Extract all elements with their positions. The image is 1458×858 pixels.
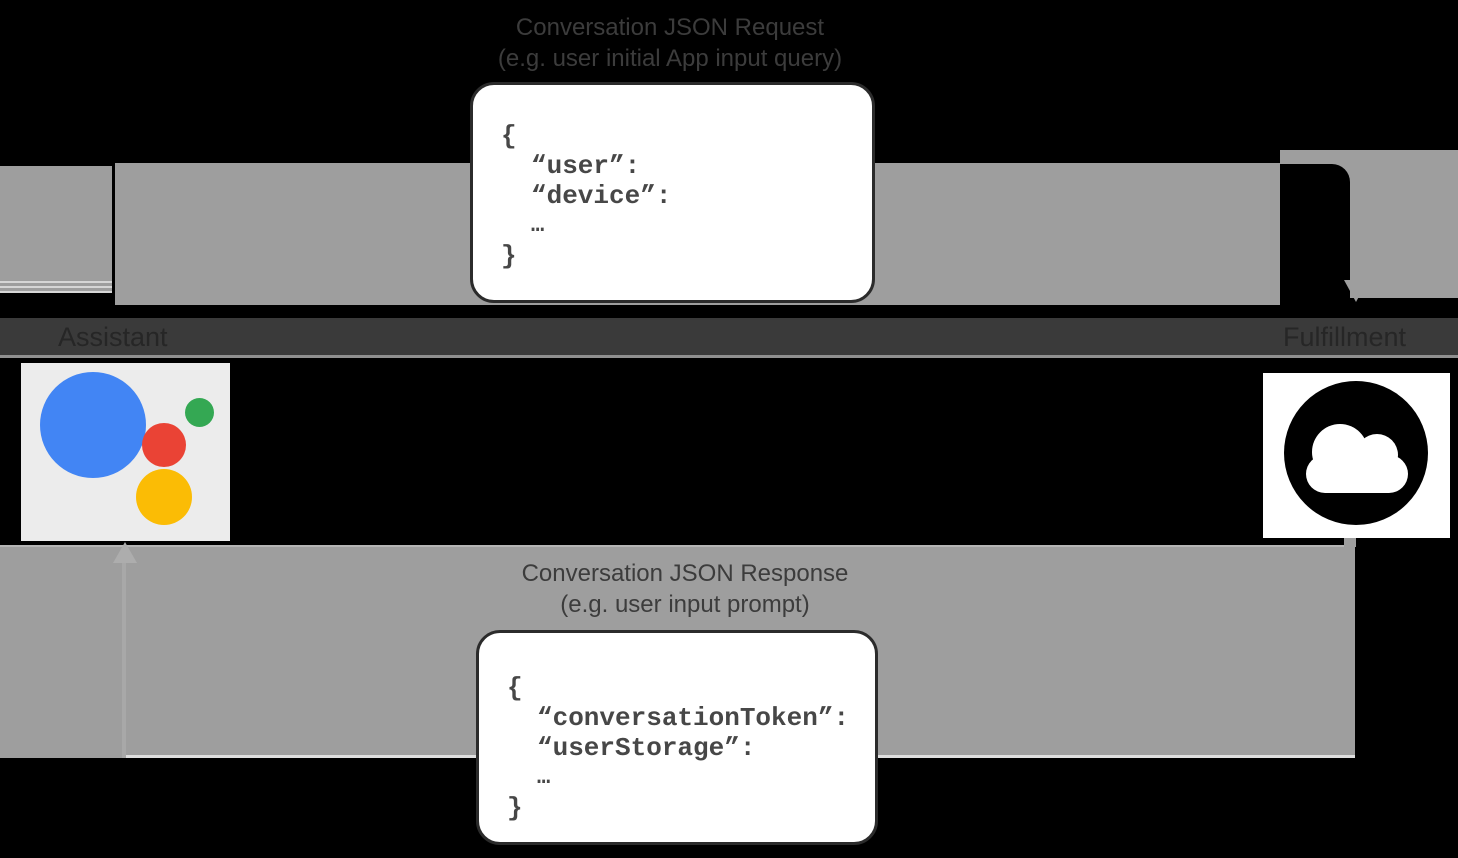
assistant-logo-red-circle: [142, 423, 186, 467]
request-title-line2: (e.g. user initial App input query): [497, 45, 843, 72]
response-code-line: {: [507, 673, 523, 703]
response-title-line2: (e.g. user input prompt): [560, 591, 810, 618]
request-title: Conversation JSON Request (e.g. user ini…: [440, 12, 900, 74]
cloud-icon-base: [1306, 455, 1408, 493]
assistant-logo-blue-circle: [40, 372, 146, 478]
response-arrow-tail: [122, 563, 126, 758]
response-title-line1: Conversation JSON Response: [521, 560, 849, 587]
request-code-line: {: [501, 121, 517, 151]
request-arrow-bend-notch: [1280, 164, 1350, 298]
response-code-line: “conversationToken”:: [537, 703, 850, 733]
response-code-line: “userStorage”:: [537, 733, 756, 763]
response-title: Conversation JSON Response (e.g. user in…: [465, 558, 905, 620]
request-code-line: “user”:: [531, 151, 641, 181]
request-code-line: …: [531, 213, 545, 238]
node-label-band-edge: [0, 355, 1458, 358]
response-code-line: …: [537, 765, 551, 790]
assistant-logo-yellow-circle: [136, 469, 192, 525]
node-label-band: [0, 318, 1458, 355]
request-title-line1: Conversation JSON Request: [515, 14, 825, 41]
fulfillment-label: Fulfillment: [1283, 322, 1407, 352]
response-arrowhead-icon: [113, 542, 137, 563]
assistant-label: Assistant: [58, 322, 168, 352]
request-code-line: “device”:: [531, 181, 672, 211]
response-arrow-connector: [1344, 538, 1356, 547]
response-code-box: { “conversationToken”: “userStorage”: … …: [476, 630, 878, 845]
request-arrowhead-icon: [1344, 280, 1368, 302]
response-code-line: }: [507, 793, 523, 823]
response-arrow-top-edge: [0, 545, 1355, 547]
request-code-box: { “user”: “device”: … }: [470, 82, 875, 303]
request-code-line: }: [501, 241, 517, 271]
assistant-logo-green-circle: [185, 398, 214, 427]
request-arrow-left-stub: [0, 166, 112, 283]
request-arrow-stub-fade: [0, 281, 112, 293]
